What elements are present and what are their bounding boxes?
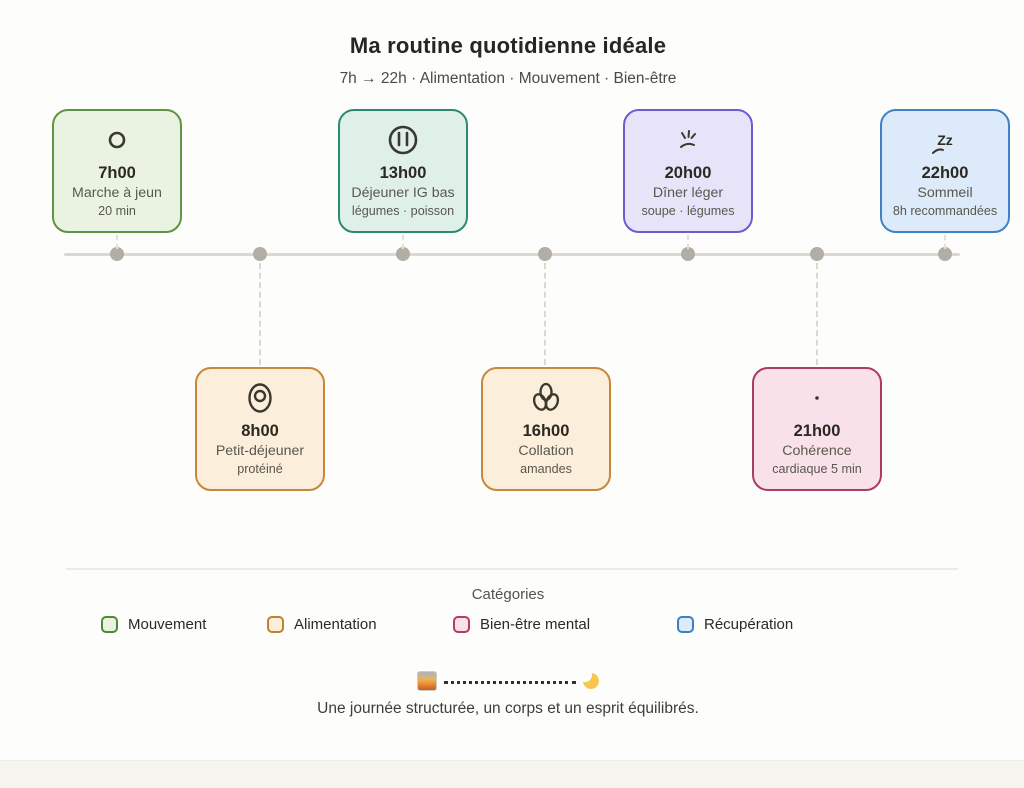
- almonds-icon: [527, 374, 565, 422]
- legend-item-bien-etre-mental: Bien-être mental: [453, 616, 590, 633]
- connector-line: [816, 263, 818, 365]
- event-title: Collation: [518, 442, 574, 459]
- timeline-dot-22h: [938, 247, 952, 261]
- connector-line: [544, 263, 546, 365]
- event-detail: 20 min: [98, 203, 136, 218]
- event-title: Sommeil: [917, 184, 973, 201]
- timeline-dot-7h: [110, 247, 124, 261]
- event-detail: soupe · légumes: [641, 203, 735, 218]
- legend-divider: [66, 568, 958, 570]
- event-card-20h00: 20h00 Dîner léger soupe · légumes: [623, 109, 753, 233]
- legend-label: Récupération: [704, 616, 794, 633]
- connector-line: [944, 235, 946, 249]
- page-subtitle: 7h → 22h · Alimentation · Mouvement · Bi…: [339, 70, 677, 87]
- event-title: Petit-déjeuner: [215, 442, 305, 459]
- spark-dot-icon: [813, 374, 821, 422]
- event-card-7h00: 7h00 Marche à jeun 20 min: [52, 109, 182, 233]
- timeline-dot-20h: [681, 247, 695, 261]
- event-title: Déjeuner IG bas: [351, 184, 455, 201]
- event-card-22h00: Zz 22h00 Sommeil 8h recommandées: [880, 109, 1010, 233]
- legend-swatch-alimentation: [267, 616, 284, 633]
- event-time: 7h00: [98, 164, 136, 182]
- event-time: 13h00: [379, 164, 427, 182]
- bottom-strip: [0, 760, 1024, 788]
- connector-line: [116, 235, 118, 249]
- event-time: 8h00: [241, 422, 279, 440]
- legend-swatch-recuperation: [677, 616, 694, 633]
- zz-glyph: Zz: [937, 132, 953, 148]
- event-card-13h00: 13h00 Déjeuner IG bas légumes · poisson: [338, 109, 468, 233]
- event-title: Dîner léger: [652, 184, 724, 201]
- sunrise-icon: [417, 671, 437, 691]
- connector-line: [259, 263, 261, 365]
- event-detail: 8h recommandées: [892, 203, 998, 218]
- legend-label: Mouvement: [128, 616, 207, 633]
- fried-egg-icon: [245, 374, 275, 422]
- timeline-dot-8h: [253, 247, 267, 261]
- steam-icon: [675, 116, 701, 164]
- event-title: Cohérence: [782, 442, 852, 459]
- connector-line: [687, 235, 689, 249]
- event-detail: protéiné: [237, 461, 283, 476]
- event-title: Marche à jeun: [72, 184, 162, 201]
- event-detail: cardiaque 5 min: [772, 461, 862, 476]
- legend-swatch-mouvement: [101, 616, 118, 633]
- sleep-zz-icon: Zz: [932, 116, 953, 164]
- event-detail: amandes: [520, 461, 572, 476]
- event-time: 20h00: [664, 164, 712, 182]
- legend-swatch-bien-etre: [453, 616, 470, 633]
- legend-label: Alimentation: [294, 616, 377, 633]
- event-time: 22h00: [921, 164, 969, 182]
- day-night-path: [0, 668, 1016, 694]
- dotted-path-line: [444, 680, 576, 684]
- legend-item-recuperation: Récupération: [677, 616, 793, 633]
- crescent-moon-icon: [583, 673, 599, 689]
- page-title: Ma routine quotidienne idéale: [349, 33, 667, 58]
- legend-item-mouvement: Mouvement: [101, 616, 206, 633]
- event-time: 16h00: [522, 422, 570, 440]
- event-card-16h00: 16h00 Collation amandes: [481, 367, 611, 491]
- legend-title: Catégories: [471, 586, 545, 603]
- timeline-dot-13h: [396, 247, 410, 261]
- walking-circle-icon: [107, 116, 127, 164]
- event-time: 21h00: [793, 422, 841, 440]
- footer-caption: Une journée structurée, un corps et un e…: [317, 700, 699, 717]
- timeline-dot-16h: [538, 247, 552, 261]
- event-detail: légumes · poisson: [351, 203, 455, 218]
- connector-line: [402, 235, 404, 249]
- event-card-21h00: 21h00 Cohérence cardiaque 5 min: [752, 367, 882, 491]
- legend-item-alimentation: Alimentation: [267, 616, 377, 633]
- timeline-axis: [64, 253, 960, 256]
- legend-label: Bien-être mental: [480, 616, 591, 633]
- event-card-8h00: 8h00 Petit-déjeuner protéiné: [195, 367, 325, 491]
- plate-icon: [385, 116, 421, 164]
- timeline-dot-21h: [810, 247, 824, 261]
